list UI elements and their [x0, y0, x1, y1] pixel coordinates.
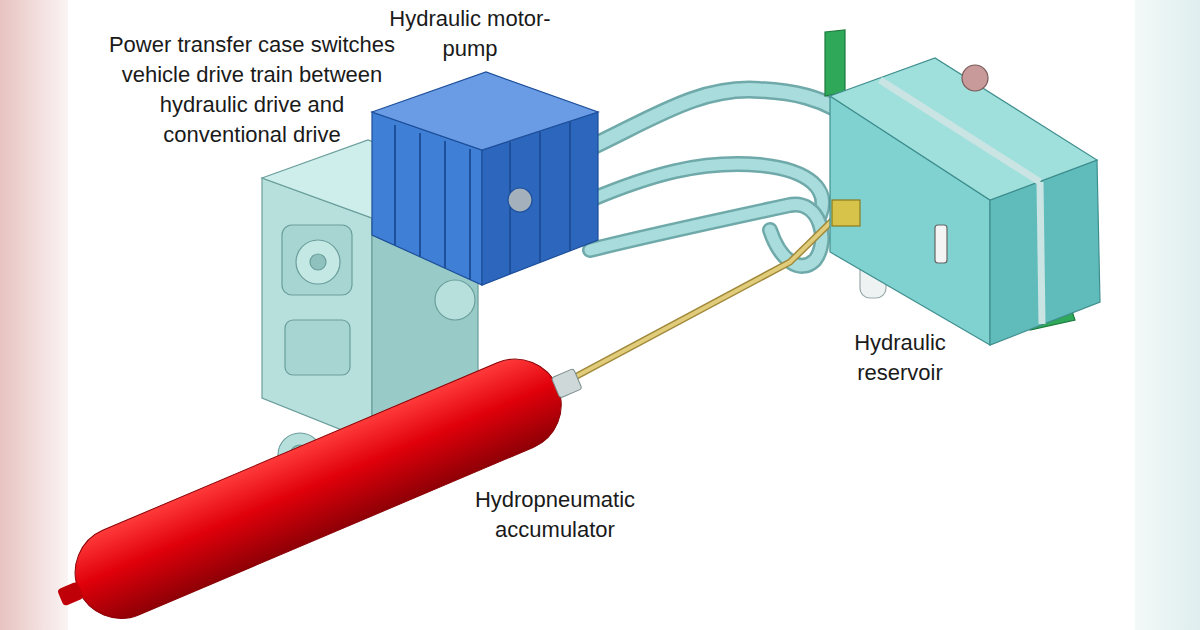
side-band [0, 0, 68, 630]
part-label: Hydropneumatic accumulator [455, 485, 655, 545]
reservoir [825, 30, 1100, 345]
motor-pump [372, 72, 598, 285]
side-band [1135, 0, 1200, 630]
part-label: Hydraulic reservoir [820, 328, 980, 388]
part-label: Power transfer case switches vehicle dri… [102, 30, 402, 150]
accumulator [42, 336, 595, 630]
part-label: Hydraulic motor-pump [380, 4, 560, 64]
hoses [560, 90, 835, 385]
